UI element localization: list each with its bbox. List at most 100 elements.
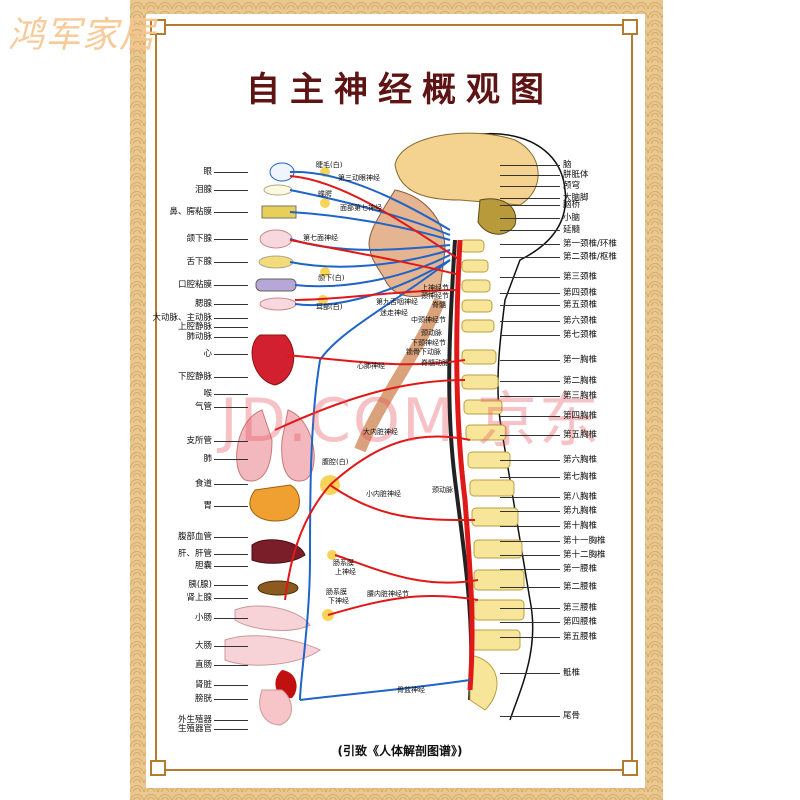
anatomy-label: 第四颈椎: [563, 288, 598, 298]
leader-line: [214, 327, 248, 328]
leader-line: [214, 407, 248, 408]
nerve-label: 上神经: [335, 568, 356, 576]
sublingual-gland: [258, 255, 294, 269]
organ-label: 眼: [203, 167, 212, 177]
leader-line: [214, 262, 248, 263]
otic-ganglion: [318, 295, 328, 305]
leader-line: [500, 435, 560, 436]
submandibular-gland: [259, 229, 293, 249]
leader-line: [500, 321, 560, 322]
anatomy-label: 第六颈椎: [563, 316, 598, 326]
leader-line: [500, 218, 560, 219]
leader-line: [500, 165, 560, 166]
organ-label: 胆囊: [194, 561, 212, 571]
nerve-label: 上神经节: [421, 284, 449, 292]
lacrimal-gland: [263, 184, 293, 196]
brain: [394, 132, 539, 206]
corner-ornament: [622, 19, 638, 35]
leader-line: [214, 239, 248, 240]
organ-label: 生殖器官: [177, 724, 212, 734]
nerve-label: 肠系膜: [333, 559, 354, 567]
anatomy-label: 第五颈椎: [563, 300, 598, 310]
leader-line: [214, 212, 248, 213]
anatomy-label: 第十胸椎: [563, 521, 598, 531]
leader-line: [214, 720, 248, 721]
leader-line: [214, 190, 248, 191]
sympathetic-chain: [454, 239, 475, 691]
nerve-label: 第九舌咽神经: [376, 298, 418, 306]
nerve-label: 颈动脉: [421, 329, 442, 337]
leader-line: [500, 293, 560, 294]
head-outline: [429, 132, 567, 721]
leader-line: [214, 537, 248, 538]
organ-label: 鼻、腭粘膜: [169, 207, 212, 217]
leader-line: [500, 673, 560, 674]
organ-label: 肺动脉: [186, 332, 212, 342]
leader-line: [500, 541, 560, 542]
leader-line: [214, 377, 248, 378]
nerve-label: 大内脏神经: [363, 428, 398, 436]
leader-line: [214, 685, 248, 686]
organ-label: 腹部血管: [177, 532, 212, 542]
nerve-label: 颈神经节: [421, 292, 449, 300]
leader-line: [500, 230, 560, 231]
poster-title: 自主神经概观图: [246, 70, 554, 110]
organ-label: 腮腺: [194, 299, 212, 309]
anatomy-label: 小脑: [563, 213, 581, 223]
anatomy-label: 第五腰椎: [563, 632, 598, 642]
leader-line: [500, 555, 560, 556]
anatomy-label: 第九胸椎: [563, 506, 598, 516]
nerve-label: 骨盆神经: [397, 686, 425, 694]
oral-mucosa: [255, 278, 297, 292]
leader-line: [500, 477, 560, 478]
large-intestine: [224, 635, 321, 666]
organ-label: 肾上腺: [186, 593, 212, 603]
nerve-label: 下颈神经节: [411, 339, 446, 347]
nerve-label: 腹腔(白): [322, 458, 349, 466]
organ-label: 肝、肝管: [177, 549, 212, 559]
leader-line: [214, 441, 248, 442]
nerve-label: 第七面神经: [303, 234, 338, 242]
leader-line: [500, 335, 560, 336]
anatomy-label: 第六胸椎: [563, 455, 598, 465]
anatomy-label: 第二胸椎: [563, 376, 598, 386]
nerve-label: 脊髓动脉: [421, 359, 449, 367]
leader-line: [214, 646, 248, 647]
nerve-label: 锁骨下动脉: [406, 348, 441, 356]
leader-line: [214, 554, 248, 555]
organ-label: 口腔粘膜: [177, 280, 212, 290]
leader-line: [500, 497, 560, 498]
anatomy-label: 第三颈椎: [563, 272, 598, 282]
leader-line: [500, 305, 560, 306]
leader-line: [500, 569, 560, 570]
anatomy-label: 第二颈椎/枢椎: [563, 252, 617, 262]
center-watermark: JD.COM 京东: [220, 386, 601, 456]
leader-line: [214, 354, 248, 355]
corner-ornament: [622, 760, 638, 776]
anatomy-label: 骶椎: [563, 668, 581, 678]
organ-label: 食道: [194, 479, 212, 489]
leader-line: [214, 304, 248, 305]
leader-line: [500, 360, 560, 361]
organ-label: 舌下腺: [186, 257, 212, 267]
leader-line: [214, 459, 248, 460]
organ-label: 上腔静脉: [177, 322, 212, 332]
anatomy-label: 第四胸椎: [563, 411, 598, 421]
leader-line: [500, 622, 560, 623]
superior-mesenteric-ganglion: [327, 550, 337, 560]
organ-label: 大动脉、主动脉: [152, 313, 212, 323]
leader-line: [214, 172, 248, 173]
organ-label: 下腔静脉: [177, 372, 212, 382]
anatomy-label: 第八胸椎: [563, 492, 598, 502]
nerve-label: 第三动眼神经: [338, 174, 380, 182]
leader-line: [500, 186, 560, 187]
leader-line: [214, 618, 248, 619]
esophagus: [354, 297, 446, 453]
leader-line: [214, 729, 248, 730]
leader-line: [500, 205, 560, 206]
pterygopalatine-ganglion: [320, 198, 330, 208]
nerve-label: 脊髓: [432, 301, 446, 309]
organ-label: 小肠: [194, 613, 212, 623]
liver: [251, 539, 306, 564]
